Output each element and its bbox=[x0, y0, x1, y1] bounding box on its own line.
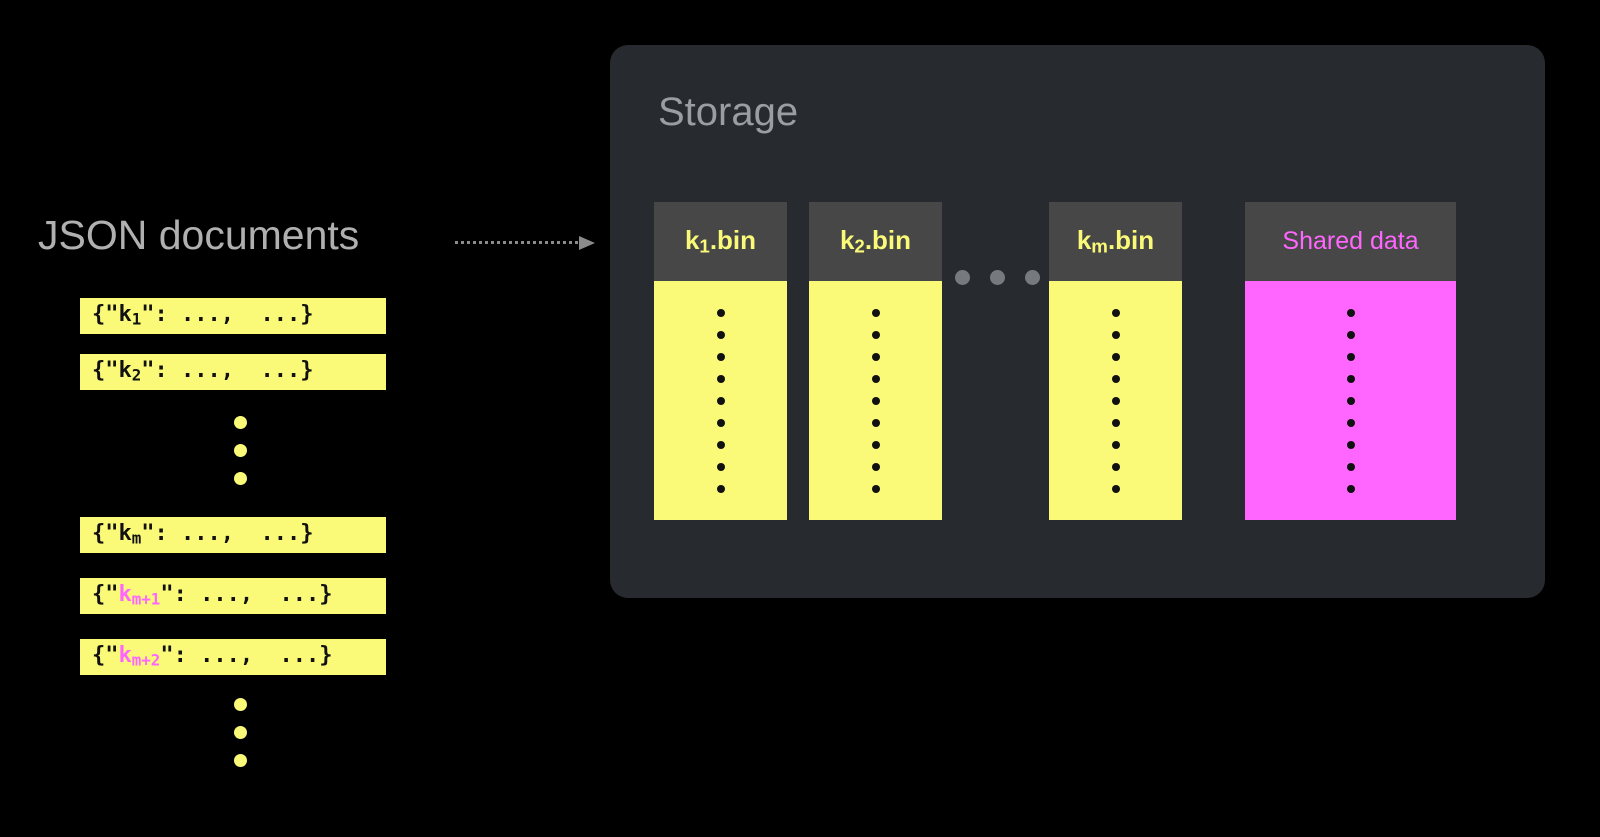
bin-dot bbox=[1111, 418, 1120, 427]
doc-suffix: ": ..., ...} bbox=[160, 582, 333, 608]
bin-body bbox=[809, 281, 942, 520]
json-document-text: {"km": ..., ...} bbox=[92, 523, 313, 546]
bin-dot bbox=[716, 484, 725, 493]
storage-panel: Storage k1.bin k2.bin bbox=[610, 45, 1545, 598]
storage-bins-area: k1.bin k2.bin bbox=[610, 45, 1545, 598]
bin-dot bbox=[1346, 440, 1355, 449]
bin-dot bbox=[1111, 308, 1120, 317]
doc-key-highlighted: km+1 bbox=[118, 582, 161, 609]
bin-label: Shared data bbox=[1282, 227, 1419, 255]
bin-dot bbox=[1346, 352, 1355, 361]
doc-prefix: {" bbox=[92, 643, 119, 669]
ellipsis-dot bbox=[955, 270, 970, 285]
storage-bin-shared-data: Shared data bbox=[1245, 202, 1456, 520]
json-document-row: {"k1": ..., ...} bbox=[80, 298, 386, 334]
bin-dot bbox=[1111, 396, 1120, 405]
doc-prefix: {" bbox=[92, 358, 119, 384]
bin-dot bbox=[1346, 374, 1355, 383]
doc-suffix: ": ..., ...} bbox=[160, 643, 333, 669]
json-document-text: {"km+2": ..., ...} bbox=[92, 645, 333, 668]
bin-dot bbox=[871, 308, 880, 317]
storage-title: Storage bbox=[658, 90, 799, 134]
bin-dot bbox=[871, 418, 880, 427]
bin-dot bbox=[716, 418, 725, 427]
bin-dot bbox=[716, 352, 725, 361]
bin-header: k1.bin bbox=[654, 202, 787, 281]
bin-dot bbox=[1111, 484, 1120, 493]
bin-body bbox=[1245, 281, 1456, 520]
bin-dot bbox=[1111, 462, 1120, 471]
doc-key: k1 bbox=[118, 302, 142, 329]
ellipsis-dot bbox=[233, 472, 247, 485]
json-document-text: {"k1": ..., ...} bbox=[92, 304, 313, 327]
storage-bin-k2: k2.bin bbox=[809, 202, 942, 520]
arrow-line bbox=[455, 241, 583, 244]
bin-label: k2.bin bbox=[839, 225, 912, 257]
bin-dot bbox=[871, 330, 880, 339]
bin-dot bbox=[871, 352, 880, 361]
arrow-head bbox=[579, 236, 595, 250]
doc-suffix: ": ..., ...} bbox=[141, 358, 314, 384]
ellipsis-dot bbox=[1025, 270, 1040, 285]
doc-suffix: ": ..., ...} bbox=[141, 302, 314, 328]
bin-dot bbox=[716, 330, 725, 339]
doc-prefix: {" bbox=[92, 521, 119, 547]
doc-key: k2 bbox=[118, 358, 142, 385]
json-document-row: {"km+2": ..., ...} bbox=[80, 639, 386, 675]
json-document-text: {"k2": ..., ...} bbox=[92, 360, 313, 383]
json-documents-ellipsis-bottom bbox=[232, 698, 248, 767]
bin-header: k2.bin bbox=[809, 202, 942, 281]
bin-dot bbox=[1346, 396, 1355, 405]
json-documents-section: JSON documents {"k1": ..., ...} {"k2": .… bbox=[0, 0, 600, 837]
storage-bins-ellipsis bbox=[955, 270, 1040, 285]
doc-suffix: ": ..., ...} bbox=[141, 521, 314, 547]
bin-dot bbox=[716, 440, 725, 449]
bin-header: km.bin bbox=[1049, 202, 1182, 281]
ellipsis-dot bbox=[990, 270, 1005, 285]
bin-header: Shared data bbox=[1245, 202, 1456, 281]
json-document-row: {"km": ..., ...} bbox=[80, 517, 386, 553]
bin-dot bbox=[1111, 440, 1120, 449]
bin-label: km.bin bbox=[1076, 225, 1155, 257]
json-document-row: {"km+1": ..., ...} bbox=[80, 578, 386, 614]
ellipsis-dot bbox=[233, 754, 247, 767]
storage-bin-k1: k1.bin bbox=[654, 202, 787, 520]
doc-key: km bbox=[118, 521, 142, 548]
bin-dot bbox=[716, 308, 725, 317]
ellipsis-dot bbox=[233, 726, 247, 739]
bin-dot bbox=[1111, 374, 1120, 383]
json-documents-ellipsis-middle bbox=[232, 416, 248, 485]
bin-dot bbox=[1111, 330, 1120, 339]
bin-dot bbox=[871, 484, 880, 493]
bin-dot bbox=[1346, 462, 1355, 471]
bin-dot bbox=[871, 374, 880, 383]
bin-dot bbox=[1346, 484, 1355, 493]
bin-body bbox=[654, 281, 787, 520]
bin-dot bbox=[871, 440, 880, 449]
storage-bin-km: km.bin bbox=[1049, 202, 1182, 520]
bin-dot bbox=[716, 396, 725, 405]
bin-dot bbox=[716, 374, 725, 383]
bin-dot bbox=[1111, 352, 1120, 361]
bin-dot bbox=[716, 462, 725, 471]
bin-dot bbox=[1346, 308, 1355, 317]
ellipsis-dot bbox=[233, 416, 247, 429]
dotted-arrow-icon bbox=[455, 236, 600, 250]
bin-label: k1.bin bbox=[684, 225, 757, 257]
bin-dot bbox=[871, 396, 880, 405]
doc-key-highlighted: km+2 bbox=[118, 643, 161, 670]
ellipsis-dot bbox=[233, 444, 247, 457]
ellipsis-dot bbox=[233, 698, 247, 711]
doc-prefix: {" bbox=[92, 582, 119, 608]
json-documents-title: JSON documents bbox=[38, 212, 360, 258]
bin-body bbox=[1049, 281, 1182, 520]
bin-dot bbox=[1346, 418, 1355, 427]
doc-prefix: {" bbox=[92, 302, 119, 328]
json-document-row: {"k2": ..., ...} bbox=[80, 354, 386, 390]
bin-dot bbox=[871, 462, 880, 471]
bin-dot bbox=[1346, 330, 1355, 339]
json-document-text: {"km+1": ..., ...} bbox=[92, 584, 333, 607]
